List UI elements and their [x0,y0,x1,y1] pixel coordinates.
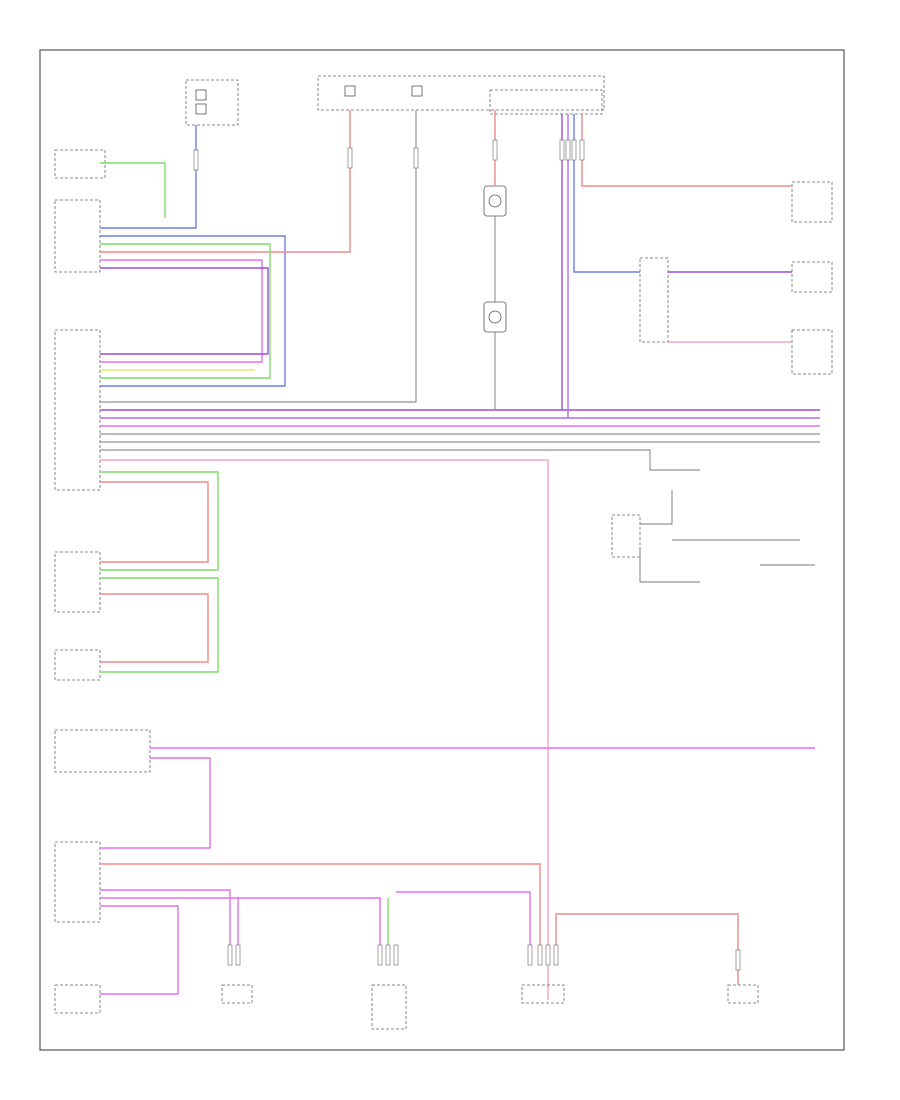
wire-lower-magenta-3 [238,897,381,955]
wire-relay-blue [573,114,640,273]
wire-red-center [100,110,351,253]
connector-box-1 [54,199,101,273]
bottom-component-3 [521,984,565,1004]
fuse-block-center [317,75,605,111]
bottom-component-2 [371,984,407,1030]
wire-relay-mid-1 [640,490,673,525]
center-device-1 [483,185,507,217]
diagram-frame [39,49,845,1051]
wire-relay-red [581,114,792,187]
wire-controller-magenta-2 [100,757,211,849]
wire-green-loop-1 [100,471,219,571]
right-component-3 [791,329,833,375]
wire-lower-magenta-1 [100,889,231,955]
wire-purple-1 [100,267,269,355]
wire-green-2 [100,243,271,379]
wire-gray-center [100,110,417,403]
wire-green-loop-2 [100,577,219,673]
controller-box [54,729,151,773]
lower-switch-box [54,984,101,1014]
wire-blue-2 [100,235,286,387]
wire-magenta-1 [100,259,263,363]
wire-lower-magenta-4 [396,891,531,955]
wire-red-loop-1 [100,481,209,563]
connector-stubs [193,139,741,971]
junction-box-mid [639,257,669,343]
sensor-box-1 [54,551,101,613]
wire-lower-switch [100,905,179,995]
right-component-2 [791,261,833,293]
relay-box-mid [611,514,641,558]
harness-pink-vertical [100,459,549,1000]
harness-gray-3 [100,449,700,471]
switch-box-top [54,149,106,179]
fuse-block-left [185,79,239,126]
wire-lower-red [100,863,541,955]
right-component-1 [791,181,833,223]
bottom-component-4 [727,984,759,1004]
wire-lower-right-red [555,913,739,985]
wire-blue [100,125,197,229]
center-device-2 [483,301,507,333]
control-module-box [54,329,101,491]
wire-relay-mid-3 [639,550,700,583]
lower-module-box [54,841,101,923]
relay-box-right [489,89,603,115]
wire-red-loop-2 [100,593,209,663]
sensor-box-2 [54,649,101,681]
bottom-component-1 [221,984,253,1004]
wire-green-top [100,162,166,218]
